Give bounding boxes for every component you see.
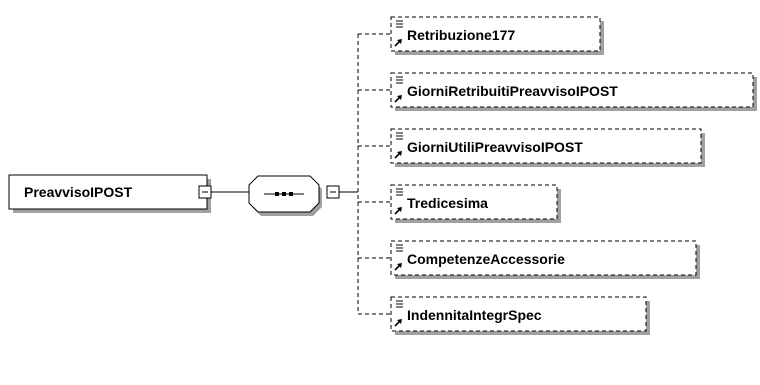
icon-arrow-head: [397, 39, 402, 44]
element-reference-icon: [394, 188, 403, 215]
child-element-label: CompetenzeAccessorie: [407, 251, 565, 267]
child-element-box: [390, 240, 697, 276]
sequence-compositor[interactable]: [248, 175, 322, 216]
child-element-label: GiorniRetribuitiPreavvisoIPOST: [407, 83, 618, 99]
child-element-label: Tredicesima: [407, 195, 488, 211]
element-reference-icon: [394, 244, 403, 271]
sequence-collapse-toggle[interactable]: [326, 185, 340, 199]
sequence-dot-icon: [275, 192, 279, 196]
child-element[interactable]: CompetenzeAccessorie: [358, 240, 700, 279]
child-element-label: Retribuzione177: [407, 27, 515, 43]
sequence-dot-icon: [282, 192, 286, 196]
element-reference-icon: [394, 300, 403, 327]
element-reference-icon: [394, 20, 403, 47]
child-element-box: [390, 128, 702, 164]
child-element[interactable]: Tredicesima: [358, 184, 561, 223]
child-element-label: IndennitaIntegrSpec: [407, 307, 542, 323]
sequence-dot-icon: [289, 192, 293, 196]
root-element[interactable]: PreavvisoIPOST: [8, 174, 211, 213]
child-element-box: [390, 72, 754, 108]
root-element-label: PreavvisoIPOST: [24, 184, 133, 200]
child-element-box: [390, 16, 601, 52]
element-reference-icon: [394, 76, 403, 103]
root-element-box: [8, 174, 208, 210]
icon-arrow-head: [397, 95, 402, 100]
icon-arrow-head: [397, 207, 402, 212]
child-element[interactable]: GiorniRetribuitiPreavvisoIPOST: [358, 72, 757, 111]
child-element-label: GiorniUtiliPreavvisoIPOST: [407, 139, 583, 155]
element-reference-icon: [394, 132, 403, 159]
child-element-box: [390, 184, 558, 220]
icon-arrow-head: [397, 319, 402, 324]
child-element[interactable]: GiorniUtiliPreavvisoIPOST: [358, 128, 705, 167]
root-collapse-toggle[interactable]: [198, 185, 212, 199]
children-branches: Retribuzione177GiorniRetribuitiPreavviso…: [357, 16, 757, 335]
child-element-box: [390, 296, 647, 332]
icon-arrow-head: [397, 263, 402, 268]
icon-arrow-head: [397, 151, 402, 156]
child-element[interactable]: Retribuzione177: [358, 16, 604, 55]
child-element[interactable]: IndennitaIntegrSpec: [358, 296, 650, 335]
